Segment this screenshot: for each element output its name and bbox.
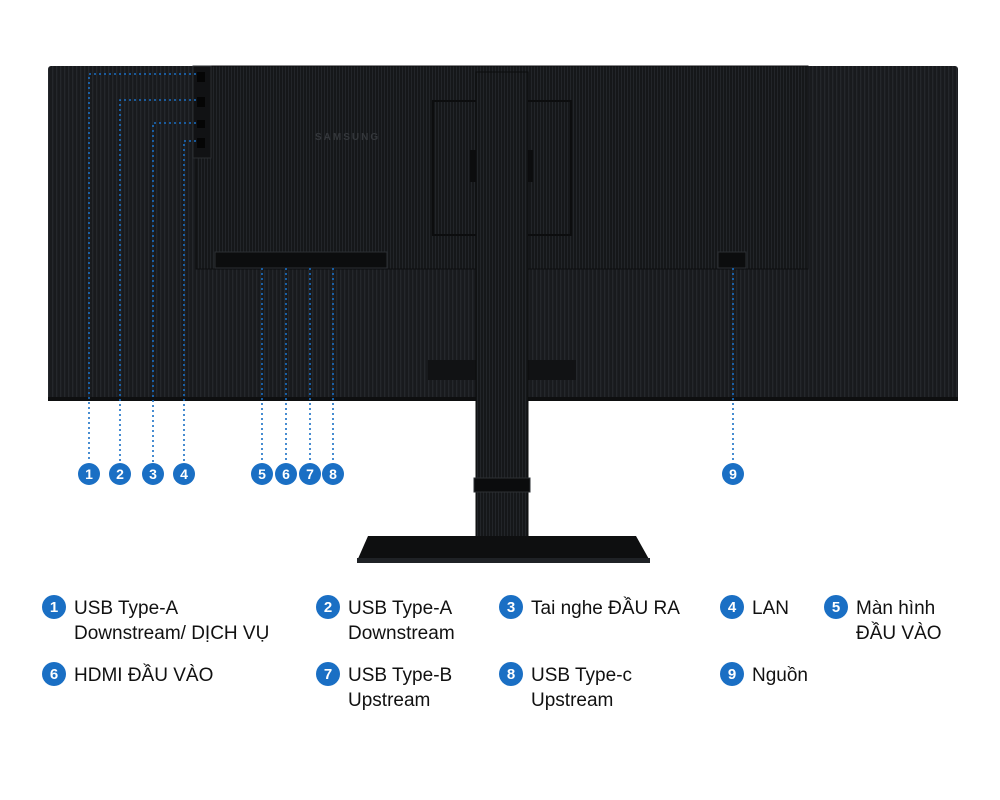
marker-5: 5 <box>251 463 273 485</box>
stand-clip-right <box>525 150 533 182</box>
legend-label: Downstream/ DỊCH VỤ <box>74 623 270 644</box>
brand-logo: SAMSUNG <box>315 132 380 143</box>
marker-3: 3 <box>142 463 164 485</box>
legend-item-6: 6 HDMI ĐẦU VÀO <box>42 662 214 688</box>
legend-number: 5 <box>824 595 848 619</box>
legend-label: Downstream <box>348 623 455 644</box>
stand-neck <box>475 71 529 555</box>
legend-label: Tai nghe ĐẦU RA <box>531 598 680 619</box>
legend-label: HDMI ĐẦU VÀO <box>74 665 214 686</box>
marker-2: 2 <box>109 463 131 485</box>
stand-clip-left <box>470 150 478 182</box>
legend-item-2: 2 USB Type-A Downstream <box>316 595 455 646</box>
power-port <box>717 251 747 269</box>
legend-label: Nguồn <box>752 665 808 686</box>
legend-label: ĐẦU VÀO <box>856 623 942 644</box>
stand-base <box>357 536 650 561</box>
legend-number: 1 <box>42 595 66 619</box>
legend-number: 3 <box>499 595 523 619</box>
marker-8: 8 <box>322 463 344 485</box>
legend-item-1: 1 USB Type-A Downstream/ DỊCH VỤ <box>42 595 270 646</box>
legend-label: USB Type-c <box>531 665 633 686</box>
legend-item-7: 7 USB Type-B Upstream <box>316 662 453 713</box>
cable-clip <box>473 477 531 493</box>
legend-number: 6 <box>42 662 66 686</box>
marker-1: 1 <box>78 463 100 485</box>
legend-label: Upstream <box>531 690 614 711</box>
legend-label: USB Type-B <box>348 665 453 686</box>
marker-6: 6 <box>275 463 297 485</box>
leader-line-1 <box>88 73 196 462</box>
legend-item-3: 3 Tai nghe ĐẦU RA <box>499 595 680 621</box>
legend-number: 2 <box>316 595 340 619</box>
legend-number: 4 <box>720 595 744 619</box>
legend-item-4: 4 LAN <box>720 595 789 621</box>
legend-item-9: 9 Nguồn <box>720 662 808 688</box>
bottom-port-strip <box>214 251 388 269</box>
side-port-column <box>192 65 212 159</box>
legend-number: 8 <box>499 662 523 686</box>
lan-port <box>197 138 205 148</box>
marker-4: 4 <box>173 463 195 485</box>
usb-port-1 <box>197 72 205 82</box>
legend-label: USB Type-A <box>74 598 179 619</box>
audio-port <box>197 120 205 128</box>
legend-number: 9 <box>720 662 744 686</box>
leader-line-2 <box>119 99 196 462</box>
legend-label: Màn hình <box>856 598 936 619</box>
marker-7: 7 <box>299 463 321 485</box>
legend-label: LAN <box>752 598 789 619</box>
legend-label: USB Type-A <box>348 598 453 619</box>
usb-port-2 <box>197 97 205 107</box>
legend-label: Upstream <box>348 690 431 711</box>
marker-9: 9 <box>722 463 744 485</box>
stand-base-edge <box>357 558 650 563</box>
leader-line-4 <box>183 140 196 462</box>
legend-number: 7 <box>316 662 340 686</box>
